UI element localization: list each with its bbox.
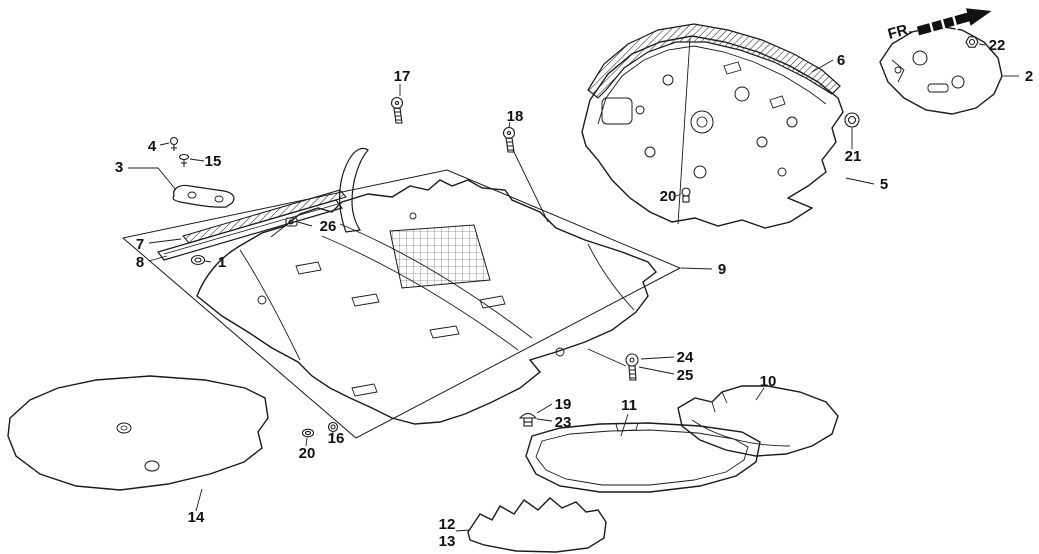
grommet-icon-1: [190, 254, 206, 266]
dash-insulator-upper-shape: [587, 23, 841, 99]
part-label-21: 21: [845, 148, 862, 165]
part-label-9: 9: [718, 261, 726, 278]
nut-icon-22: [965, 36, 979, 48]
part-label-18: 18: [507, 108, 524, 125]
part-label-13: 13: [439, 533, 456, 550]
front-mat-shape: [467, 497, 607, 553]
washer-icon-20-bottom: [301, 428, 315, 438]
part-label-22: 22: [989, 37, 1006, 54]
part-label-20-top: 20: [660, 188, 677, 205]
carpet-texture-pad: [389, 224, 491, 289]
floor-carpet-shape: [196, 179, 657, 425]
clip-icon-26: [285, 217, 313, 227]
part-label-12: 12: [439, 516, 456, 533]
trunk-mat-shape: [7, 375, 269, 491]
part-label-16: 16: [328, 430, 345, 447]
part-label-10: 10: [760, 373, 777, 390]
part-label-5: 5: [880, 176, 888, 193]
bolt-icon-18: [502, 126, 516, 153]
part-label-1: 1: [218, 254, 226, 271]
part-label-20-bottom: 20: [299, 445, 316, 462]
part-label-17: 17: [394, 68, 411, 85]
part-label-11: 11: [621, 397, 637, 414]
clip-icon-15: [178, 153, 190, 167]
part-label-6: 6: [837, 52, 845, 69]
bracket-shape: [172, 184, 235, 208]
bolt-icon-17: [390, 96, 404, 124]
part-label-26: 26: [320, 218, 337, 235]
part-label-3: 3: [115, 159, 123, 176]
grommet-icon-21: [844, 112, 860, 128]
nut-icon-16: [327, 421, 339, 433]
part-label-23: 23: [555, 414, 572, 431]
fr-label: FR.: [886, 20, 914, 43]
sill-garnish-upper-shape: [182, 189, 347, 244]
rear-mat-shape: [525, 422, 761, 493]
part-label-8: 8: [136, 254, 144, 271]
part-label-2: 2: [1025, 68, 1033, 85]
part-callouts: 17 18 4 15 3 6 22 2 21 5 20 26 7 8 1 9 2…: [115, 37, 1033, 550]
fr-arrow-icon: FR.: [886, 8, 992, 43]
screw-icon-24: [625, 353, 639, 381]
clip-icon-20-top: [681, 187, 691, 203]
side-extension-shape: [339, 147, 369, 233]
part-label-25: 25: [677, 367, 694, 384]
part-label-7: 7: [136, 236, 144, 253]
clip-icon-19: [518, 412, 538, 427]
part-label-4: 4: [148, 138, 157, 155]
part-label-19: 19: [555, 396, 572, 413]
part-label-14: 14: [188, 509, 205, 526]
leader-lines: [128, 43, 1019, 532]
part-label-15: 15: [205, 153, 222, 170]
part-label-24: 24: [677, 349, 694, 366]
stud-icon-4: [169, 136, 179, 151]
